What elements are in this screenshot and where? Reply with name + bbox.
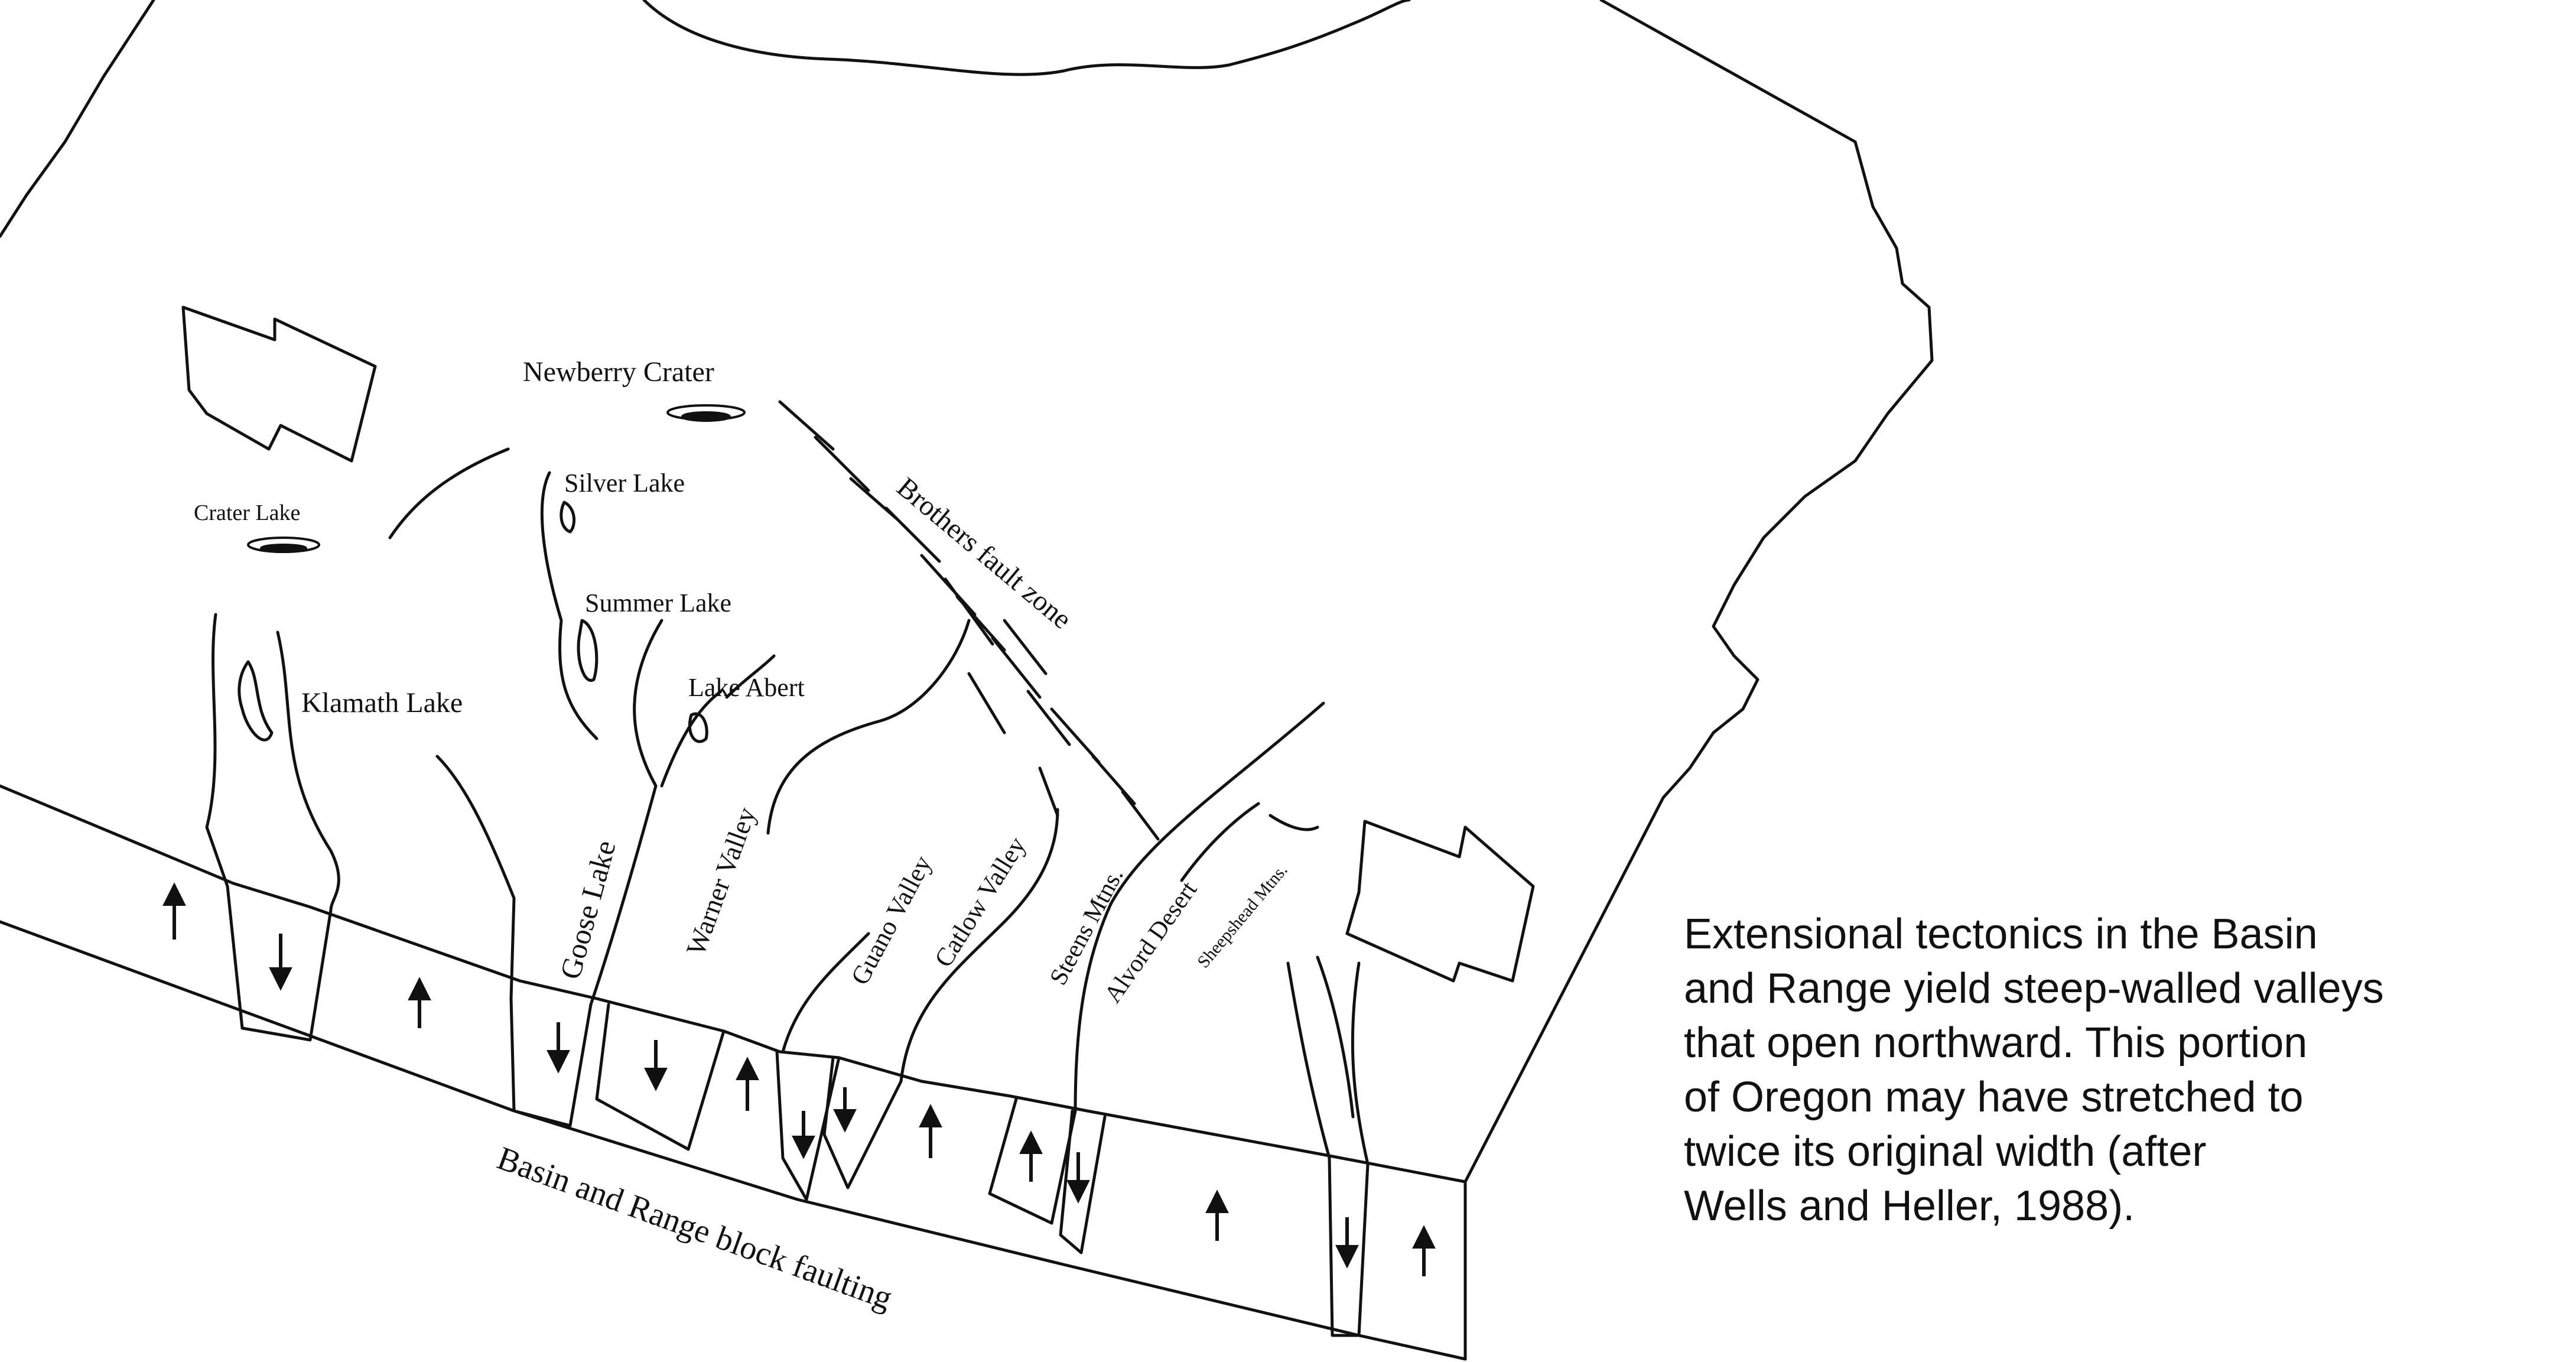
label-guano-valley: Guano Valley xyxy=(845,851,938,990)
arrow-up-icon xyxy=(736,1057,759,1111)
block-right-edge xyxy=(1463,796,1665,1184)
label-newberry-crater: Newberry Crater xyxy=(523,356,714,388)
label-summer-lake: Summer Lake xyxy=(585,589,731,617)
guano-valley-edge xyxy=(781,808,1059,1083)
arrow-up-icon xyxy=(1412,1225,1436,1276)
arrow-up-icon xyxy=(408,977,431,1028)
plateau-edge-left xyxy=(0,0,155,238)
fault-block-2 xyxy=(509,997,593,1127)
label-lake-abert: Lake Abert xyxy=(688,673,805,702)
label-catlow-valley: Catlow Valley xyxy=(929,832,1032,973)
silver-summer-valley xyxy=(540,471,599,740)
caption-line: Extensional tectonics in the Basin xyxy=(1684,911,2318,958)
label-silver-lake: Silver Lake xyxy=(564,469,685,498)
caption-line: that open northward. This portion xyxy=(1684,1019,2308,1067)
plateau-edge-right xyxy=(1599,0,1934,799)
label-brothers-fault-zone: Brothers fault zone xyxy=(891,472,1078,635)
arrow-up-icon xyxy=(1205,1189,1229,1241)
figure-caption: Extensional tectonics in the Basin and R… xyxy=(1684,907,2558,1233)
surface-line-1 xyxy=(388,447,510,539)
caption-line: and Range yield steep-walled valleys xyxy=(1684,965,2384,1012)
abert-lake-shape xyxy=(688,712,708,743)
brothers-fault-lines xyxy=(778,400,1160,841)
block-arrow-icon-west xyxy=(181,305,377,463)
label-sheepshead-mtns: Sheepshead Mtns. xyxy=(1193,860,1292,971)
silver-lake-shape xyxy=(560,500,576,534)
klamath-valley xyxy=(205,613,340,912)
steens-scarp xyxy=(1074,701,1325,1113)
alvord-edge xyxy=(1180,802,1319,882)
arrow-down-icon xyxy=(1335,1217,1359,1269)
fault-block-1 xyxy=(226,885,333,1042)
caption-line: Wells and Heller, 1988). xyxy=(1684,1182,2135,1230)
block-top-edge xyxy=(0,784,1467,1184)
block-arrow-icon-east xyxy=(1345,820,1535,983)
arrow-down-icon xyxy=(1066,1152,1090,1204)
label-crater-lake: Crater Lake xyxy=(194,500,300,525)
arrow-down-icon xyxy=(833,1087,857,1133)
label-klamath-lake: Klamath Lake xyxy=(301,687,463,719)
caption-line: twice its original width (after xyxy=(1684,1128,2207,1175)
arrow-down-icon xyxy=(644,1040,668,1091)
arrow-down-icon xyxy=(792,1111,815,1159)
block-lower-edge xyxy=(0,920,1467,1361)
arrow-down-icon xyxy=(547,1022,570,1074)
arrow-down-icon xyxy=(269,934,292,991)
summer-lake-shape xyxy=(577,619,599,682)
fault-block-7 xyxy=(1059,1109,1107,1254)
fault-block-4 xyxy=(775,1050,841,1201)
fault-block-5 xyxy=(822,1056,903,1189)
fault-block-6 xyxy=(988,1097,1077,1225)
arrow-up-icon xyxy=(162,882,186,940)
surface-line-2 xyxy=(725,654,776,699)
caption-line: of Oregon may have stretched to xyxy=(1684,1074,2304,1121)
fault-block-8 xyxy=(1328,1156,1370,1337)
klamath-lake-shape xyxy=(238,660,274,742)
goose-valley xyxy=(435,619,663,1006)
plateau-edge-top xyxy=(642,0,1411,76)
fault-block-3 xyxy=(595,1003,726,1151)
arrow-up-icon xyxy=(919,1104,942,1158)
east-valley xyxy=(1286,955,1370,1166)
label-goose-lake: Goose Lake xyxy=(554,837,622,982)
label-warner-valley: Warner Valley xyxy=(680,803,762,959)
arrow-up-icon xyxy=(1019,1130,1043,1182)
